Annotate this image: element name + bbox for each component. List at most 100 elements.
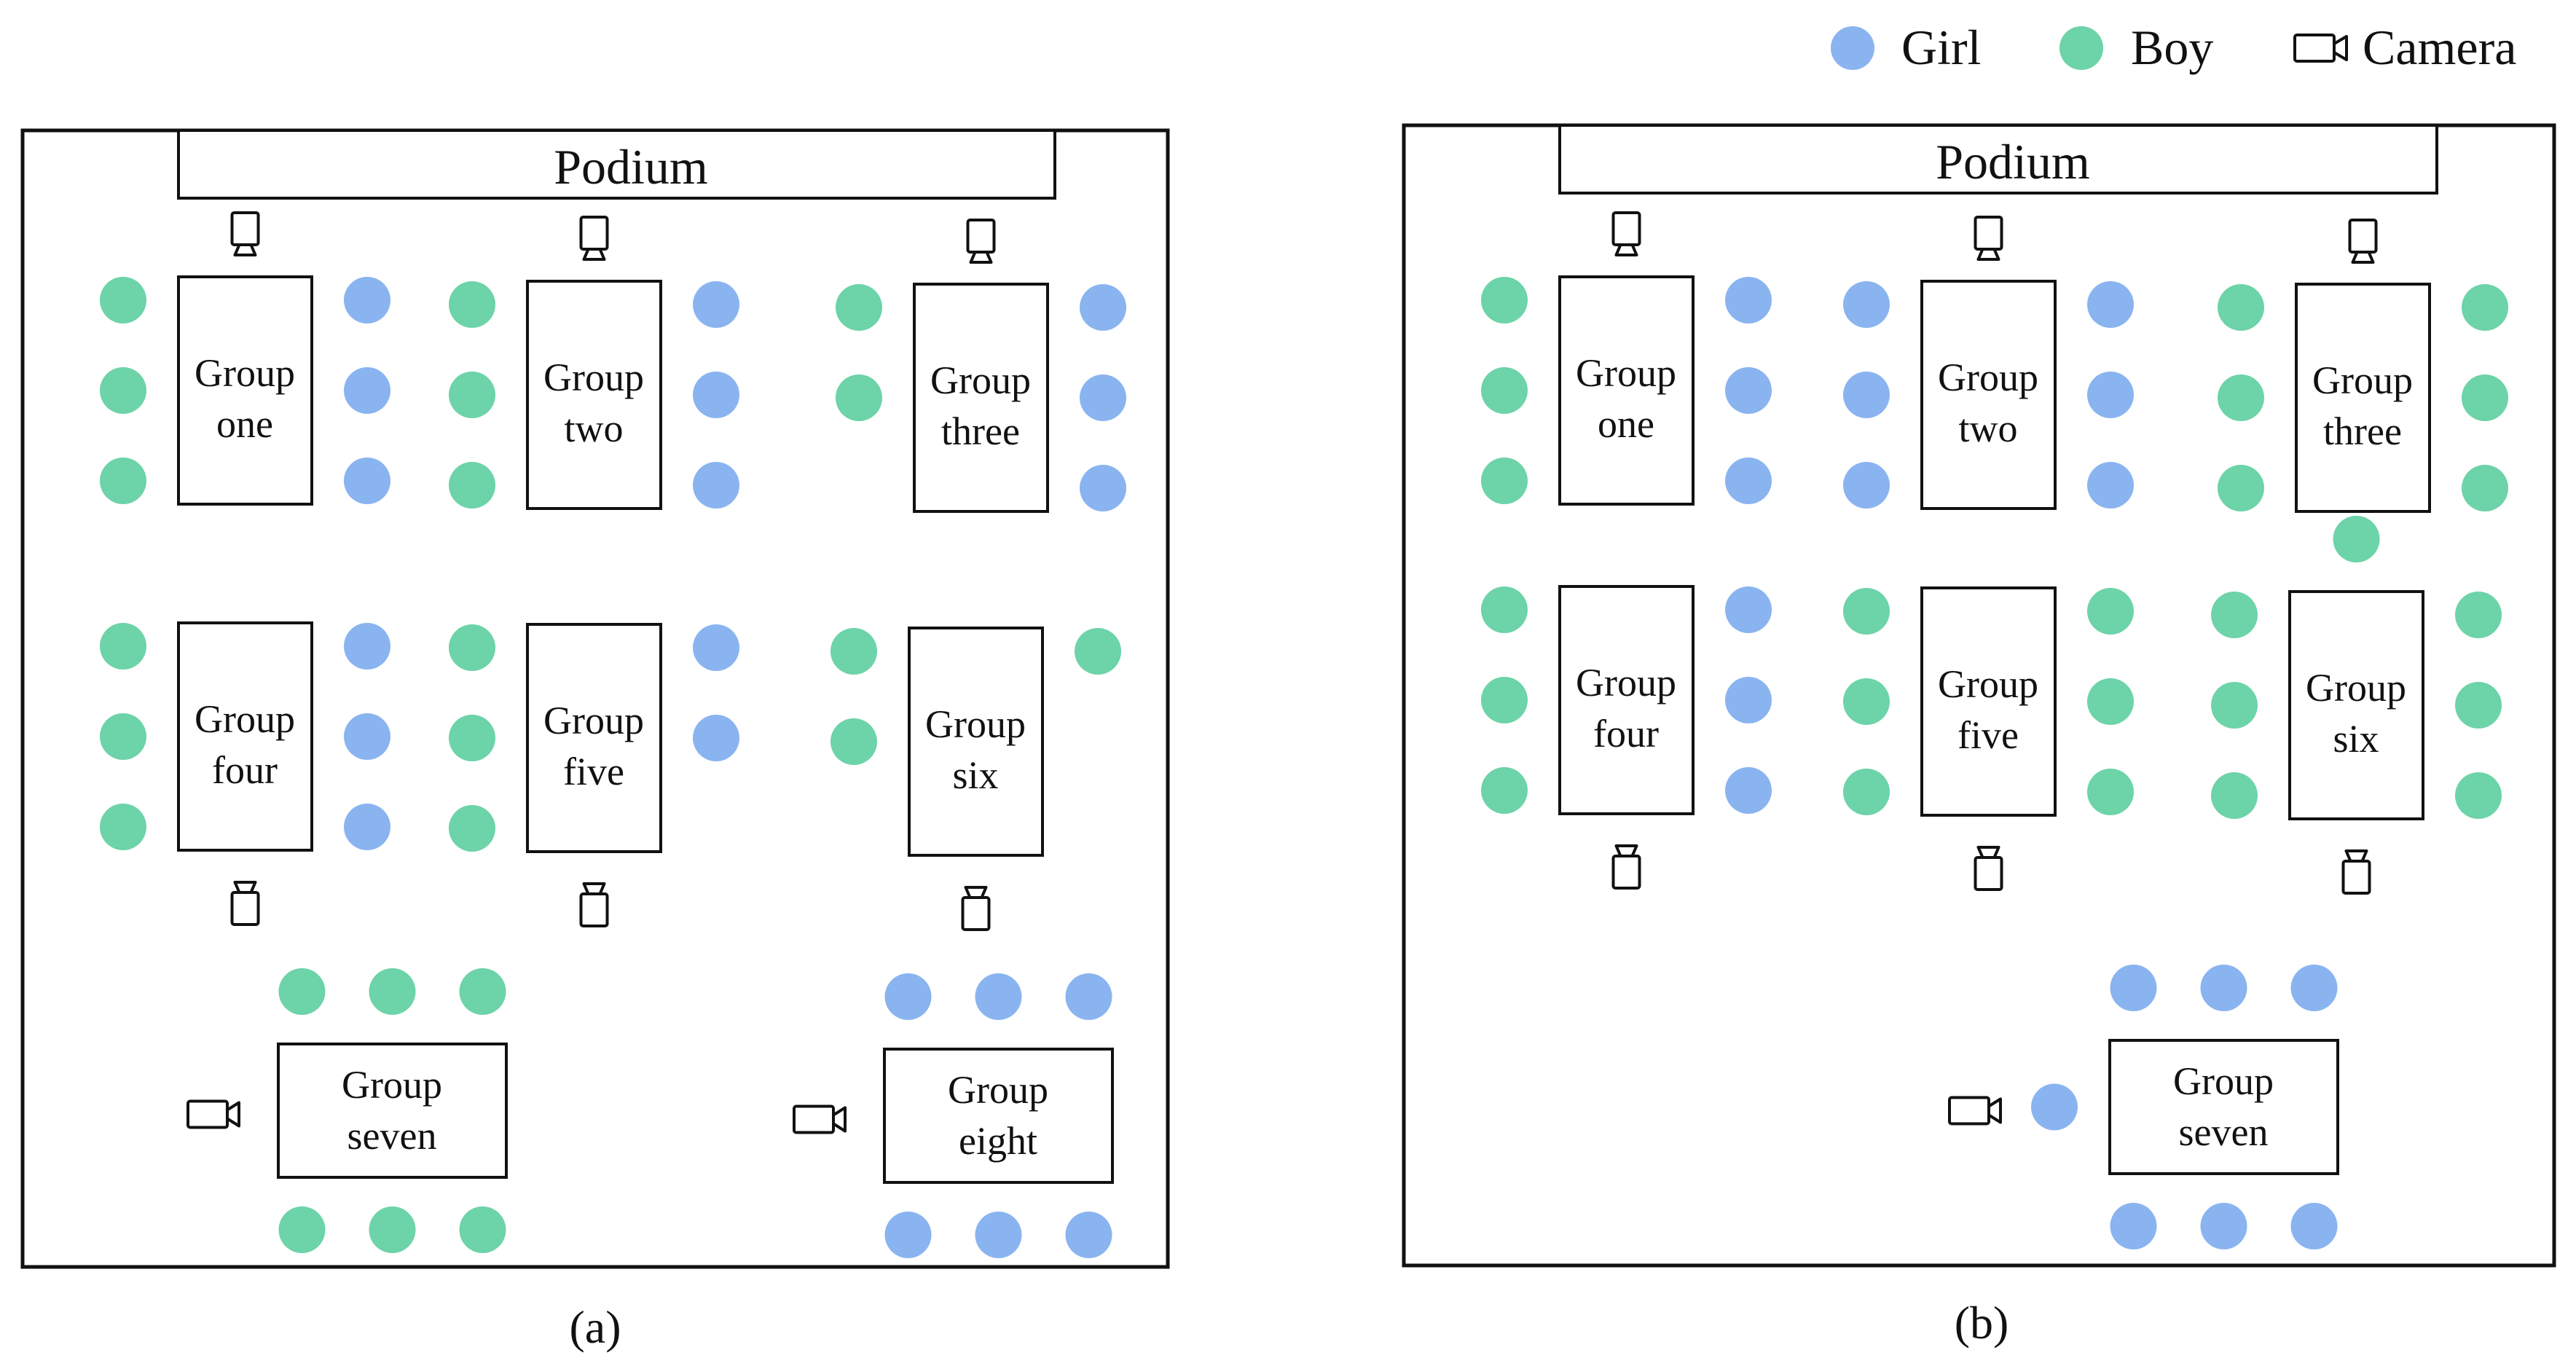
group-label-a5: Group bbox=[543, 699, 644, 742]
seat-a5-right-2 bbox=[693, 715, 739, 761]
camera-icon-b2 bbox=[1974, 216, 2003, 261]
seat-a5-left-1 bbox=[449, 624, 495, 671]
seat-a2-left-3 bbox=[449, 462, 495, 509]
seat-a2-left-2 bbox=[449, 372, 495, 418]
group-label-a1: Group bbox=[195, 351, 295, 395]
seat-b7-left-1 bbox=[2031, 1083, 2078, 1131]
group-table-b7 bbox=[2108, 1039, 2339, 1175]
seat-b3-right-2 bbox=[2462, 374, 2508, 421]
seat-b5-right-3 bbox=[2087, 769, 2134, 815]
podium-a-label: Podium bbox=[554, 139, 708, 195]
group-name-b7: seven bbox=[2179, 1110, 2269, 1154]
camera-icon-b4 bbox=[1611, 844, 1641, 890]
seat-b3-left-3 bbox=[2218, 465, 2264, 511]
seat-a7-bottom-2 bbox=[369, 1206, 416, 1253]
seat-b3-left-1 bbox=[2218, 284, 2264, 331]
seat-b7-top-1 bbox=[2110, 965, 2157, 1011]
group-table-a5 bbox=[526, 623, 662, 853]
podium-b-label: Podium bbox=[1936, 134, 2090, 189]
seat-b7-top-2 bbox=[2200, 965, 2247, 1011]
seat-a3-left-2 bbox=[836, 374, 882, 421]
group-name-a5: five bbox=[563, 750, 624, 793]
group-name-a7: seven bbox=[347, 1114, 437, 1158]
group-table-b5 bbox=[1920, 586, 2057, 817]
camera-icon-a4 bbox=[230, 881, 260, 926]
panel-a: Podium (a) Group one Group two Group thr… bbox=[20, 128, 1170, 1353]
group-label-a4: Group bbox=[195, 697, 295, 741]
camera-icon-b5 bbox=[1974, 846, 2003, 891]
seat-b1-left-2 bbox=[1481, 367, 1528, 414]
camera-icon-a1 bbox=[230, 211, 260, 256]
group-label-b3: Group bbox=[2312, 358, 2413, 402]
seat-a4-right-2 bbox=[344, 713, 390, 760]
seat-b4-right-2 bbox=[1725, 677, 1772, 723]
camera-legend-label: Camera bbox=[2363, 20, 2516, 75]
caption-a: (a) bbox=[569, 1301, 621, 1353]
group-label-a7: Group bbox=[342, 1063, 442, 1107]
seat-a1-left-1 bbox=[100, 277, 146, 323]
seat-a8-bottom-1 bbox=[884, 1212, 932, 1258]
group-table-a7 bbox=[277, 1043, 508, 1179]
legend: Girl Boy Camera bbox=[1831, 20, 2516, 75]
caption-b: (b) bbox=[1955, 1297, 2009, 1349]
group-table-a6 bbox=[908, 627, 1044, 857]
group-name-a1: one bbox=[216, 402, 273, 446]
seat-b1-left-1 bbox=[1481, 277, 1528, 323]
group-name-b1: one bbox=[1598, 402, 1654, 446]
seat-a7-top-1 bbox=[278, 968, 326, 1015]
seat-b1-right-2 bbox=[1725, 367, 1772, 414]
seat-a3-right-1 bbox=[1080, 284, 1126, 331]
group-name-b4: four bbox=[1593, 712, 1659, 755]
group-label-a8: Group bbox=[948, 1068, 1048, 1112]
seat-a4-right-3 bbox=[344, 804, 390, 850]
seat-b5-right-2 bbox=[2087, 678, 2134, 725]
seat-b6-right-1 bbox=[2455, 592, 2502, 638]
group-name-a2: two bbox=[565, 407, 624, 450]
seat-b5-right-1 bbox=[2087, 588, 2134, 635]
camera-legend-icon bbox=[2293, 34, 2348, 63]
group-table-a3 bbox=[913, 283, 1049, 513]
podium-b bbox=[1558, 124, 2438, 195]
seat-b7-bottom-3 bbox=[2290, 1203, 2338, 1249]
cameras-layer bbox=[186, 211, 2378, 1134]
seat-b3-right-1 bbox=[2462, 284, 2508, 331]
seat-b6-left-3 bbox=[2211, 772, 2258, 819]
camera-icon-b6 bbox=[2341, 849, 2371, 895]
group-name-a4: four bbox=[212, 748, 278, 792]
camera-icon-a6 bbox=[961, 886, 991, 931]
group-name-a8: eight bbox=[959, 1119, 1037, 1163]
seat-a7-top-3 bbox=[459, 968, 506, 1015]
camera-icon-a3 bbox=[966, 219, 996, 264]
seat-b4-right-3 bbox=[1725, 767, 1772, 814]
seat-b6-top-1 bbox=[2333, 516, 2380, 562]
group-name-a3: three bbox=[941, 409, 1020, 453]
girl-legend-swatch bbox=[1831, 26, 1874, 70]
seat-b1-left-3 bbox=[1481, 458, 1528, 504]
group-table-a8 bbox=[883, 1048, 1114, 1184]
seat-a2-right-2 bbox=[693, 372, 739, 418]
group-label-b6: Group bbox=[2306, 666, 2406, 710]
seat-a1-left-3 bbox=[100, 458, 146, 504]
seat-b3-left-2 bbox=[2218, 374, 2264, 421]
seat-b2-right-1 bbox=[2087, 281, 2134, 328]
group-table-b6 bbox=[2288, 590, 2424, 820]
group-name-b6: six bbox=[2333, 717, 2379, 761]
seat-a5-right-1 bbox=[693, 624, 739, 671]
seat-b6-left-2 bbox=[2211, 682, 2258, 729]
seat-a7-bottom-1 bbox=[278, 1206, 326, 1253]
seat-b5-left-2 bbox=[1843, 678, 1890, 725]
seat-a2-right-1 bbox=[693, 281, 739, 328]
seat-a3-right-3 bbox=[1080, 465, 1126, 511]
seat-a5-left-3 bbox=[449, 805, 495, 852]
seat-a2-left-1 bbox=[449, 281, 495, 328]
seat-a4-right-1 bbox=[344, 623, 390, 670]
seat-a8-top-1 bbox=[884, 973, 932, 1020]
boy-legend-swatch bbox=[2059, 26, 2103, 70]
seat-b7-bottom-1 bbox=[2110, 1203, 2157, 1249]
group-table-b3 bbox=[2295, 283, 2431, 513]
group-label-a3: Group bbox=[930, 358, 1031, 402]
group-name-b3: three bbox=[2323, 409, 2402, 453]
seat-a5-left-2 bbox=[449, 715, 495, 761]
group-label-b5: Group bbox=[1938, 662, 2038, 706]
